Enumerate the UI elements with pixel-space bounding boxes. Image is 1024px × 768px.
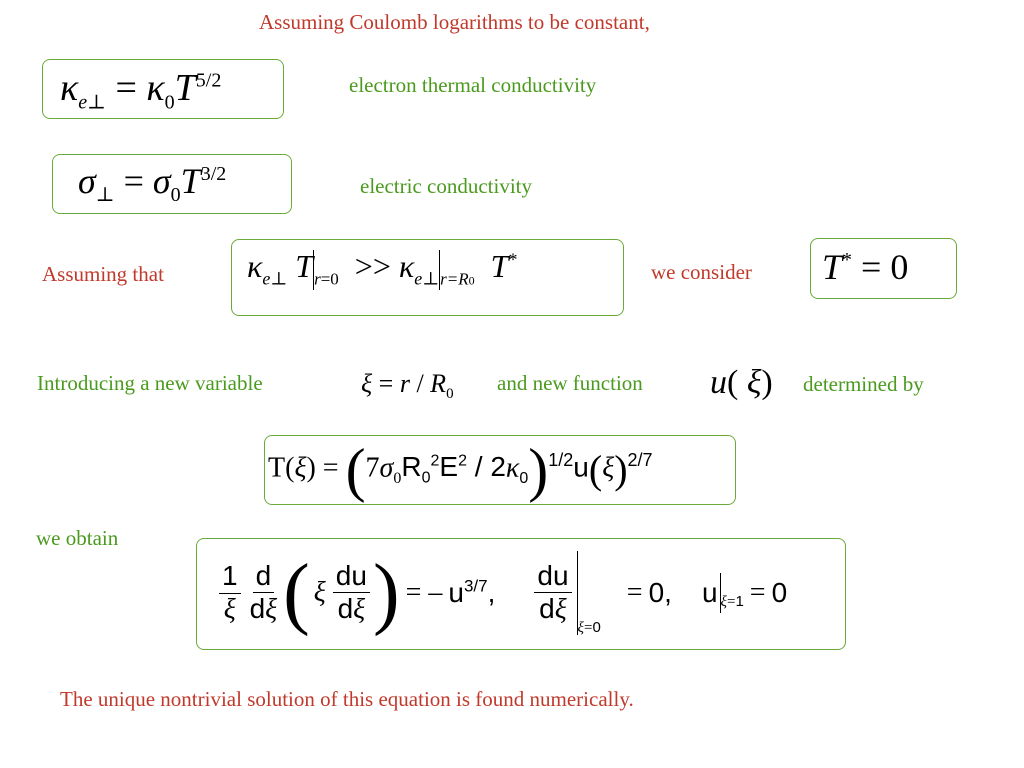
xi-definition: ξ = r / R0: [361, 369, 454, 403]
tstar-formula-box: [810, 238, 957, 299]
determined-by-label: determined by: [803, 372, 924, 396]
electric-conductivity-label: electric conductivity: [360, 174, 533, 198]
new-function-label: and new function: [497, 371, 643, 395]
condition-formula-box: [231, 239, 624, 316]
condition-formula: κe⊥ Tr=0 >> κe⊥r=R0 T*: [247, 248, 518, 290]
assuming-that-label: Assuming that: [42, 262, 164, 286]
sigma-formula: σ⊥ = σ0T3/2: [78, 161, 227, 207]
conclusion-text: The unique nontrivial solution of this e…: [60, 687, 634, 711]
slide-heading: Assuming Coulomb logarithms to be consta…: [259, 10, 650, 34]
kappa-formula-box: [42, 59, 284, 119]
t-xi-formula-box: [264, 435, 736, 505]
ode-formula-box: [196, 538, 846, 650]
t-xi-formula: T(ξ) = (7σ0R02E2 / 2κ0)1/2u(ξ)2/7: [268, 437, 653, 503]
tstar-formula: T* = 0: [822, 247, 909, 287]
kappa-formula: κe⊥ = κ0T5/2: [60, 67, 222, 114]
introducing-label: Introducing a new variable: [37, 371, 263, 395]
sigma-formula-box: [52, 154, 292, 214]
we-consider-label: we consider: [651, 260, 752, 284]
electron-thermal-label: electron thermal conductivity: [349, 73, 597, 97]
we-obtain-label: we obtain: [36, 526, 119, 550]
u-function: u( ξ): [710, 364, 773, 401]
